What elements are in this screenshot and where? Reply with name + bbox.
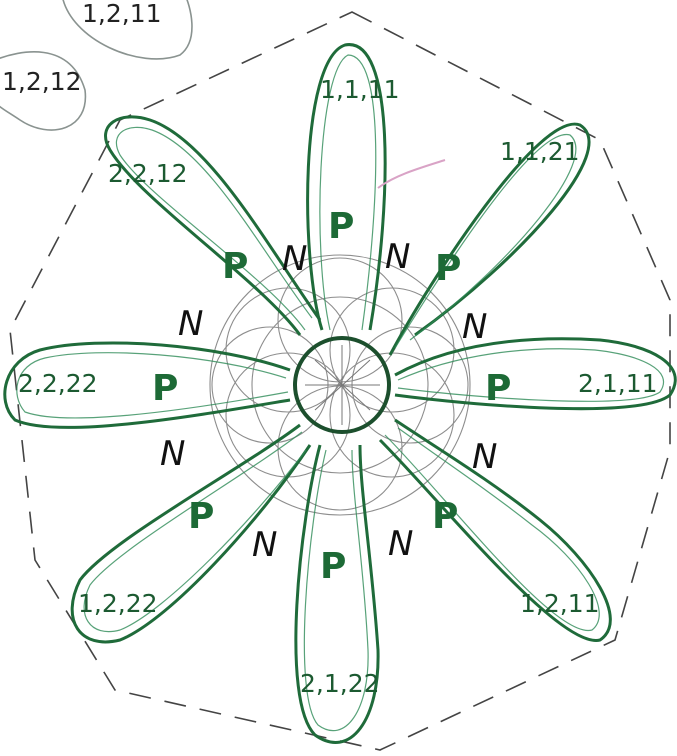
center-circles (209, 254, 471, 516)
marker-p-lower-left: P (188, 496, 214, 537)
label-upper-right: 1,1,21 (500, 137, 580, 166)
marker-p-right: P (485, 368, 511, 409)
pink-scribble (377, 159, 446, 189)
petal-lower-right (378, 418, 612, 642)
dashed-hexagon (9, 11, 671, 751)
petal-top (306, 43, 387, 331)
marker-p-bottom: P (320, 546, 346, 587)
marker-p-upper-right: P (435, 248, 461, 289)
marker-p-top: P (328, 206, 354, 247)
faded-label-left: 1,2,12 (2, 67, 82, 96)
marker-n-bottom-right: N (388, 524, 413, 564)
marker-n-bottom-left: N (252, 525, 277, 565)
marker-n-top-left: N (282, 239, 307, 279)
label-top: 1,1,11 (320, 75, 400, 104)
marker-n-left-upper: N (178, 304, 203, 344)
label-left: 2,2,22 (18, 369, 98, 398)
label-lower-right: 1,2,11 (520, 589, 600, 618)
petal-bottom (294, 444, 380, 744)
marker-n-top-right: N (385, 237, 410, 277)
core-circle (293, 336, 391, 434)
faded-label-top: 1,2,11 (82, 0, 162, 28)
marker-p-upper-left: P (222, 246, 248, 287)
petal-lower-left (70, 423, 312, 644)
marker-n-right-upper: N (462, 307, 487, 347)
marker-p-left: P (152, 368, 178, 409)
petal-left (3, 341, 291, 429)
marker-p-lower-right: P (432, 496, 458, 537)
petal-upper-right (388, 122, 591, 356)
label-right: 2,1,11 (578, 369, 658, 398)
label-upper-left: 2,2,12 (108, 159, 188, 188)
petal-upper-left (104, 115, 322, 336)
label-lower-left: 1,2,22 (78, 589, 158, 618)
faded-petal-top (62, 0, 193, 60)
faded-petal-left (0, 51, 87, 131)
label-bottom: 2,1,22 (300, 669, 380, 698)
marker-n-left-lower: N (160, 434, 185, 474)
petal-right (394, 337, 677, 411)
marker-n-right-lower: N (472, 437, 497, 477)
